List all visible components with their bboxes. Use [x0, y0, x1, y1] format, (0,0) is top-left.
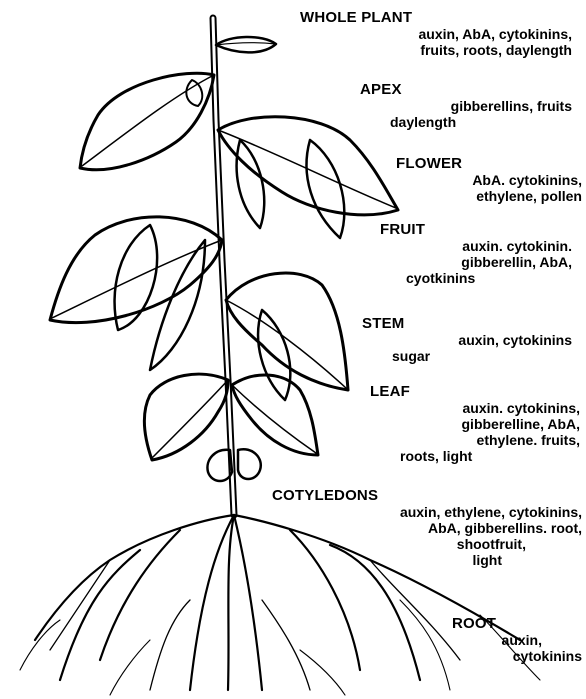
lower-left-leaf — [144, 374, 228, 460]
line-apex-1: gibberellins, fruits — [360, 98, 572, 114]
line-root-1: auxin, — [452, 632, 582, 648]
line-flower-1: AbA. cytokinins, — [396, 172, 582, 188]
line-cotyledons-3: shootfruit, — [272, 536, 582, 552]
line-fruit-1: auxin. cytokinin. — [380, 238, 572, 254]
line-leaf-4: roots, light — [370, 448, 580, 464]
label-apex: APEX gibberellins, fruits daylength — [360, 82, 572, 130]
label-root: ROOT auxin, cytokinins — [452, 616, 582, 664]
line-apex-2: daylength — [360, 114, 572, 130]
cotyledon-right — [238, 449, 261, 479]
line-cotyledons-1: auxin, ethylene, cytokinins, — [272, 504, 582, 520]
line-fruit-2: gibberellin, AbA, — [380, 254, 572, 270]
line-whole-plant-1: auxin, AbA, cytokinins, — [300, 26, 572, 42]
label-whole-plant: WHOLE PLANT auxin, AbA, cytokinins, frui… — [300, 10, 572, 58]
line-leaf-1: auxin. cytokinins, — [370, 400, 580, 416]
heading-whole-plant: WHOLE PLANT — [300, 10, 572, 26]
line-cotyledons-2: AbA, gibberellins. root, — [272, 520, 582, 536]
line-root-2: cytokinins — [452, 648, 582, 664]
upper-right-leaf — [218, 117, 398, 215]
line-cotyledons-4: light — [272, 552, 582, 568]
upper-left-leaf — [80, 73, 214, 170]
label-stem: STEM auxin, cytokinins sugar — [362, 316, 572, 364]
line-fruit-3: cyotkinins — [380, 270, 572, 286]
heading-fruit: FRUIT — [380, 222, 572, 238]
heading-stem: STEM — [362, 316, 572, 332]
label-fruit: FRUIT auxin. cytokinin. gibberellin, AbA… — [380, 222, 572, 286]
line-flower-2: ethylene, pollen — [396, 188, 582, 204]
heading-apex: APEX — [360, 82, 572, 98]
heading-root: ROOT — [452, 616, 582, 632]
heading-cotyledons: COTYLEDONS — [272, 488, 582, 504]
line-whole-plant-2: fruits, roots, daylength — [300, 42, 572, 58]
heading-leaf: LEAF — [370, 384, 580, 400]
apex-bud — [216, 37, 276, 52]
line-leaf-2: gibberelline, AbA, — [370, 416, 580, 432]
label-cotyledons: COTYLEDONS auxin, ethylene, cytokinins, … — [272, 488, 582, 568]
line-leaf-3: ethylene. fruits, — [370, 432, 580, 448]
label-flower: FLOWER AbA. cytokinins, ethylene, pollen — [396, 156, 582, 204]
line-stem-2: sugar — [362, 348, 572, 364]
heading-flower: FLOWER — [396, 156, 582, 172]
line-stem-1: auxin, cytokinins — [362, 332, 572, 348]
label-leaf: LEAF auxin. cytokinins, gibberelline, Ab… — [370, 384, 580, 464]
